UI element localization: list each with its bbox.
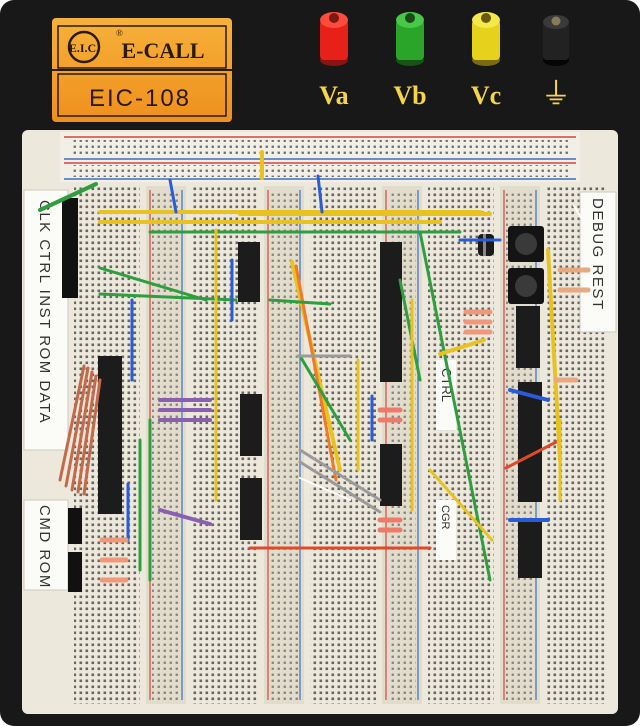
badge-registered: ® [116, 28, 123, 38]
right-label-text: DEBUG REST [589, 198, 606, 311]
ic-chip [238, 242, 260, 302]
ground-symbol-icon: ⏚ [541, 78, 571, 111]
badge-brand: E-CALL [121, 38, 204, 63]
cgr-label: CGR [439, 505, 451, 530]
badge-eic: E.I.C. [69, 41, 99, 55]
ic-chip [240, 394, 262, 456]
pin-header [68, 508, 82, 544]
left-label-text: CLK CTRL INST ROM DATA [36, 200, 53, 424]
ic-chip [98, 356, 122, 514]
capacitor [478, 234, 494, 256]
resistor-wires [58, 364, 102, 496]
badge-model: EIC-108 [89, 85, 191, 112]
ic-chip [380, 242, 402, 382]
ic-chip [380, 444, 402, 506]
push-buttons[interactable] [508, 226, 544, 304]
terminal-vb-label: Vb [393, 81, 426, 110]
left-label-strip: CLK CTRL INST ROM DATA CMD ROM [23, 189, 69, 591]
terminal-va-label: Va [319, 81, 348, 110]
pin-header [68, 552, 82, 592]
left-bottom-label-text: CMD ROM [36, 505, 53, 589]
ic-chip [516, 306, 540, 368]
ic-chip [518, 382, 542, 502]
terminal-va[interactable]: Va [319, 12, 349, 110]
terminal-vb[interactable]: Vb [393, 12, 427, 110]
terminal-vc[interactable]: Vc [471, 12, 501, 110]
ic-chip [240, 478, 262, 540]
jumper-wires [38, 150, 585, 582]
pin-header [62, 198, 78, 298]
ic-chips [62, 198, 542, 592]
terminal-vc-label: Vc [471, 81, 501, 110]
ic-chip [518, 518, 542, 578]
right-label-strip: DEBUG REST [579, 191, 617, 333]
brand-badge: E.I.C. ® E-CALL EIC-108 [52, 18, 232, 122]
resistors [99, 267, 591, 583]
terminal-ground[interactable]: ⏚ [541, 15, 571, 111]
mid-labels: CTRL CGR [436, 360, 456, 560]
top-power-rail [60, 132, 580, 182]
